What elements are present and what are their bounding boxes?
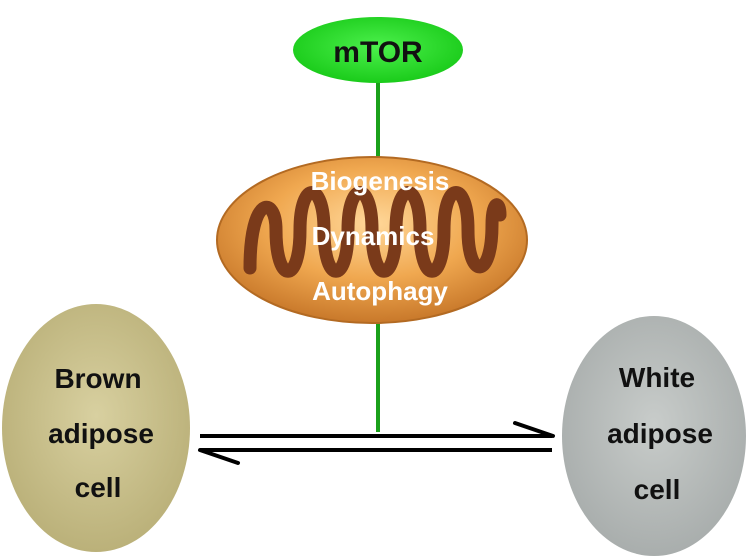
mitochondrion: Biogenesis Dynamics Autophagy	[216, 156, 528, 324]
brown-cell-line-2: adipose	[48, 418, 154, 449]
reverse-arrow-head	[198, 448, 240, 465]
white-cell-line-3: cell	[634, 474, 681, 505]
mito-line-dynamics: Dynamics	[312, 221, 435, 251]
mtor-ellipse	[293, 17, 463, 83]
mtor-node: mTOR	[293, 17, 463, 83]
white-cell-line-1: White	[619, 362, 695, 393]
white-cell-ellipse	[562, 316, 746, 556]
mito-line-biogenesis: Biogenesis	[311, 166, 450, 196]
white-adipose-cell: White adipose cell	[562, 316, 746, 556]
mtor-label: mTOR	[333, 36, 423, 69]
brown-cell-ellipse	[2, 304, 190, 552]
brown-cell-line-1: Brown	[54, 363, 141, 394]
equilibrium-arrows	[198, 421, 555, 465]
brown-cell-line-3: cell	[75, 472, 122, 503]
forward-arrow-head	[513, 421, 555, 438]
white-cell-line-2: adipose	[607, 418, 713, 449]
mito-line-autophagy: Autophagy	[312, 276, 448, 306]
mito-cristae	[243, 186, 507, 278]
brown-adipose-cell: Brown adipose cell	[2, 304, 190, 552]
